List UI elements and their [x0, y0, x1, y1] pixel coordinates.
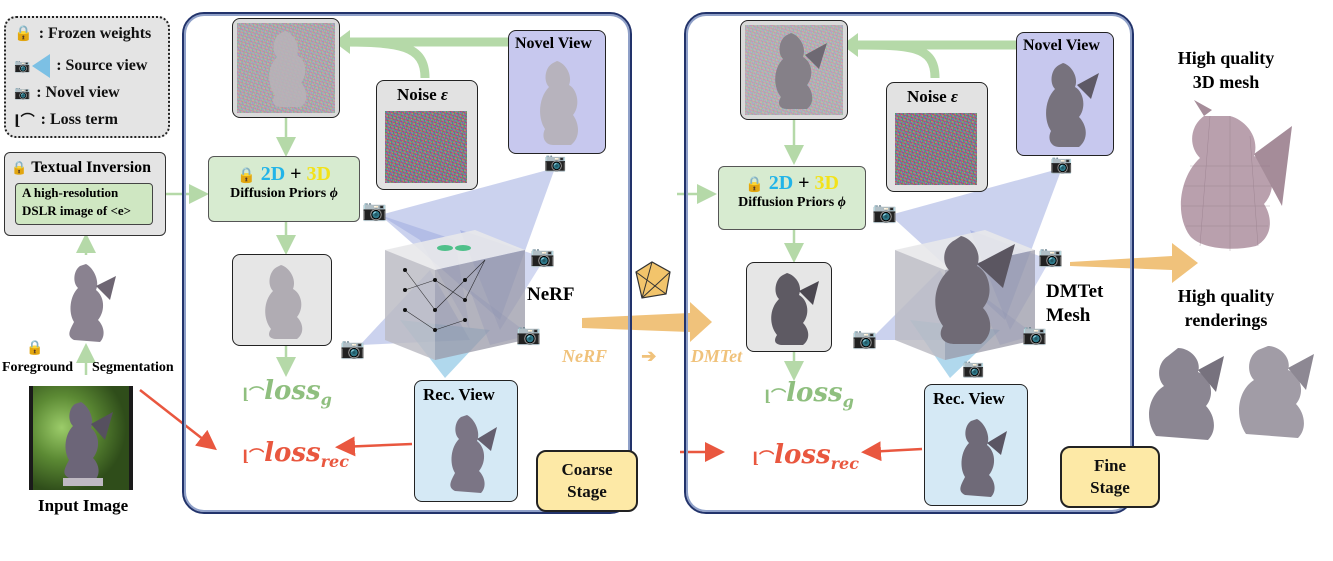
fine-prior-sub: Diffusion Priors ϕ [738, 195, 846, 210]
camera-icon: 📷 [516, 324, 541, 346]
lock-icon: 🔒 [745, 177, 764, 193]
coarse-novel-view: Novel View [508, 30, 606, 154]
dmtet-mesh-label: DMTet Mesh [1046, 281, 1104, 326]
fine-noise-label: Noise ε [907, 87, 958, 106]
textual-inversion-box: 🔒 Textual Inversion A high-resolution DS… [4, 152, 166, 236]
camera-icon: 📷 [872, 202, 897, 224]
camera-icon: 📷 [544, 152, 567, 172]
coarse-denoised-render [232, 254, 332, 346]
lock-icon: 🔒 [26, 341, 44, 356]
fine-prior-title: 🔒 2D + 3D [745, 172, 839, 194]
fine-denoised-render [746, 262, 832, 352]
camera-icon: 📷 [1038, 246, 1063, 268]
nerf-label: NeRF [527, 284, 575, 305]
coarse-loss-g: ⌊⌒lossg [242, 376, 332, 410]
dmtet-cube [895, 230, 1035, 360]
coarse-to-fine-arrow [582, 302, 712, 342]
transition-label: NeRF ➔ DMTet [562, 346, 743, 366]
input-image-caption: Input Image [38, 496, 129, 515]
camera-icon: 📷 [340, 338, 365, 360]
legend-loss: ⌊⌒ : Loss term [14, 111, 118, 129]
lock-icon: 🔒 [237, 168, 256, 184]
camera-novel-icon: 📷 [14, 85, 31, 100]
coarse-loss-rec: ⌊⌒lossrec [242, 438, 349, 472]
loss-curve-icon: ⌊⌒ [14, 114, 35, 129]
camera-icon: 📷 [962, 358, 985, 378]
camera-icon: 📷 [1022, 324, 1047, 346]
output-render-label: High quality renderings [1177, 286, 1275, 330]
legend-source: 📷 : Source view [14, 54, 147, 78]
camera-icon: 📷 [852, 328, 877, 350]
coarse-stage-label: Coarse Stage [536, 450, 638, 512]
fine-loss-rec: ⌊⌒lossrec [752, 440, 859, 474]
foreground-label: Foreground [2, 360, 74, 375]
coarse-noise-label: Noise ε [397, 85, 448, 104]
nerf-cube [385, 230, 525, 360]
fine-stage-box [684, 12, 1134, 514]
input-image [29, 386, 133, 490]
coarse-stage-box [182, 12, 632, 514]
coarse-noisy-render [232, 18, 340, 118]
fine-rec-view: Rec. View [924, 384, 1028, 506]
output-mesh-label: High quality 3D mesh [1177, 48, 1275, 92]
coarse-prior-title: 🔒 2D + 3D [237, 163, 331, 185]
fine-noise-box: Noise ε [886, 82, 988, 192]
fine-novel-view: Novel View [1016, 32, 1114, 156]
output-3d-mesh [1180, 100, 1292, 251]
coarse-noise-box: Noise ε [376, 80, 478, 190]
lock-icon: 🔒 [11, 160, 28, 175]
lock-icon: 🔒 [14, 26, 33, 42]
segmentation-label: Segmentation [92, 360, 174, 375]
legend-novel: 📷 : Novel view [14, 84, 120, 101]
dmtet-tetrahedron-icon [635, 261, 671, 299]
cone-icon [32, 54, 51, 78]
legend-box: 🔒 : Frozen weights 📷 : Source view 📷 : N… [4, 16, 170, 138]
coarse-diffusion-priors: 🔒 2D + 3D Diffusion Priors ϕ [208, 156, 360, 222]
textual-inversion-title: 🔒 Textual Inversion [11, 159, 152, 176]
dragon-segmented-image [69, 264, 116, 342]
fine-stage-label: Fine Stage [1060, 446, 1160, 508]
fine-loss-g: ⌊⌒lossg [764, 378, 854, 412]
fine-noisy-render [740, 20, 848, 120]
camera-icon: 📷 [530, 246, 555, 268]
to-output-arrow [1070, 243, 1198, 283]
camera-source-icon: 📷 [14, 58, 31, 73]
legend-frozen: 🔒 : Frozen weights [14, 24, 152, 43]
camera-icon: 📷 [362, 200, 387, 222]
prompt-box: A high-resolution DSLR image of <e> [15, 183, 153, 225]
coarse-prior-sub: Diffusion Priors ϕ [230, 186, 338, 201]
coarse-rec-view: Rec. View [414, 380, 518, 502]
fine-diffusion-priors: 🔒 2D + 3D Diffusion Priors ϕ [718, 166, 866, 230]
camera-icon: 📷 [1050, 154, 1073, 174]
output-renderings [1149, 346, 1314, 440]
